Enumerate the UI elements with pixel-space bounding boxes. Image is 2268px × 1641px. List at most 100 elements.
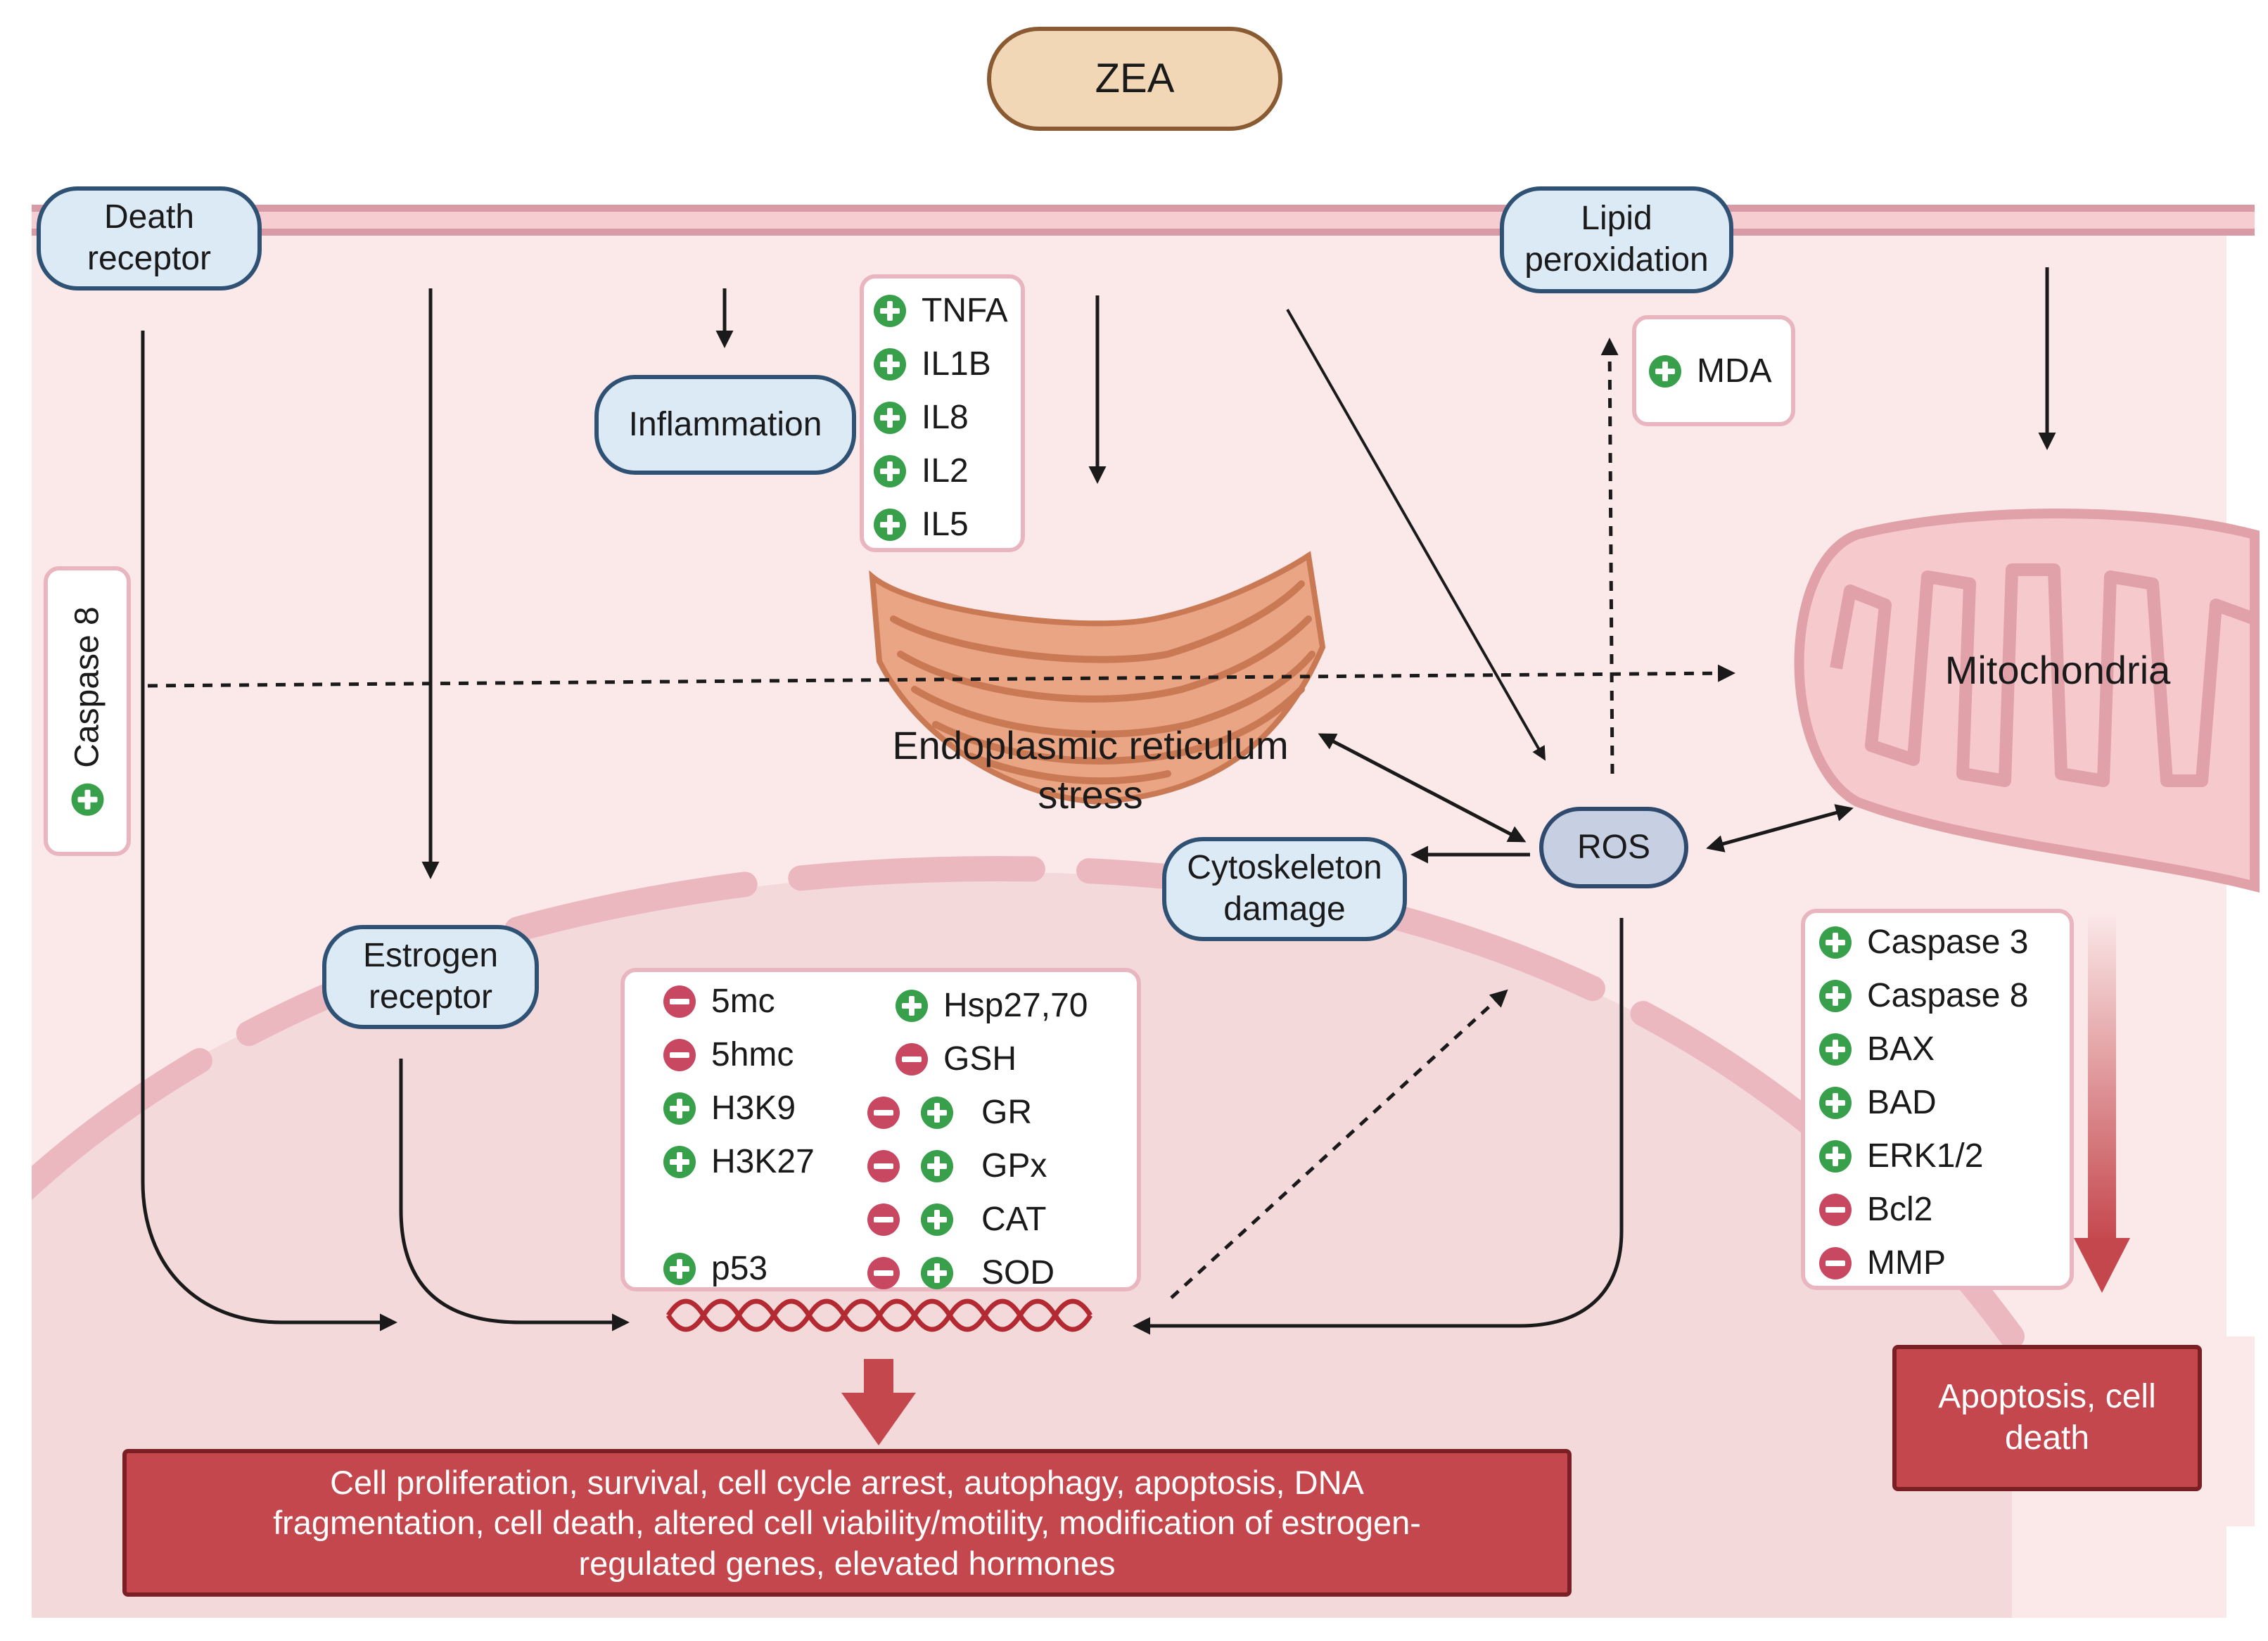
mitochondria-label: Mitochondria xyxy=(1944,648,2171,692)
marker-label: Caspase 3 xyxy=(1867,924,2029,961)
plus-icon xyxy=(921,1096,953,1129)
list-item: MMP xyxy=(1819,1244,1946,1282)
arrow-dna-to-ros xyxy=(1170,989,1508,1299)
caspase8-vertical-label: Caspase 8 xyxy=(68,606,107,816)
mda-label: MDA xyxy=(1697,352,1772,390)
estrogen-receptor: Estrogen receptor xyxy=(322,925,539,1029)
list-item: H3K27 xyxy=(663,1142,815,1181)
cytokine-label: IL8 xyxy=(922,399,969,436)
marker-label: MMP xyxy=(1867,1244,1946,1282)
plus-icon xyxy=(874,294,906,327)
minus-icon xyxy=(1819,1246,1852,1279)
cytoskeleton-damage-node: Cytoskeleton damage xyxy=(1162,837,1407,941)
plus-icon xyxy=(663,1145,696,1178)
marker-label: BAD xyxy=(1867,1084,1937,1121)
minus-icon xyxy=(663,1038,696,1071)
marker-label: H3K9 xyxy=(711,1090,796,1127)
minus-icon xyxy=(867,1203,900,1236)
plus-icon xyxy=(921,1203,953,1236)
marker-label: Hsp27,70 xyxy=(943,987,1088,1024)
list-item: H3K9 xyxy=(663,1089,796,1128)
nucleus-marker-box: 5mc 5hmc H3K9 H3K27 p53 Hsp27,70 GSH GR … xyxy=(620,968,1141,1291)
plus-icon xyxy=(1819,1139,1852,1173)
plus-icon xyxy=(874,401,906,434)
cytokine-label: IL2 xyxy=(922,452,969,490)
marker-label: GPx xyxy=(981,1147,1047,1185)
plus-icon xyxy=(1819,926,1852,959)
cytokine-label: TNFA xyxy=(922,292,1008,329)
minus-icon xyxy=(1819,1193,1852,1226)
list-item: IL5 xyxy=(874,505,969,544)
arrow-ros-er xyxy=(1318,733,1527,843)
marker-label: 5hmc xyxy=(711,1036,794,1073)
marker-label: GR xyxy=(981,1094,1032,1131)
list-item: 5hmc xyxy=(663,1035,794,1074)
cell-effects-outcome-box: Cell proliferation, survival, cell cycle… xyxy=(122,1449,1572,1597)
list-item: MDA xyxy=(1649,352,1772,390)
endoplasmic-reticulum xyxy=(869,551,1326,805)
mitochondrion-cristae xyxy=(1830,563,2257,787)
list-item: Bcl2 xyxy=(1819,1190,1932,1229)
death-receptor: Death receptor xyxy=(37,186,262,290)
list-item: Caspase 8 xyxy=(1819,976,2028,1015)
marker-label: ERK1/2 xyxy=(1867,1137,1984,1175)
list-item: IL8 xyxy=(874,398,969,437)
arrow-apoptosis-markers-to-death xyxy=(2074,911,2130,1293)
inflammation-node: Inflammation xyxy=(594,375,856,475)
list-item: CAT xyxy=(867,1200,1046,1239)
plus-icon xyxy=(874,454,906,487)
zea-node: ZEA xyxy=(987,27,1282,131)
marker-label: CAT xyxy=(981,1201,1047,1238)
nuclear-envelope xyxy=(32,855,2025,1349)
plus-icon xyxy=(1819,1086,1852,1119)
minus-icon xyxy=(896,1042,928,1075)
plus-icon xyxy=(874,347,906,381)
plus-icon xyxy=(71,783,103,816)
list-item: GR xyxy=(867,1093,1032,1132)
plus-icon xyxy=(921,1256,953,1289)
marker-label: p53 xyxy=(711,1250,768,1287)
arrow-ros-mitochondria xyxy=(1706,804,1854,853)
list-item: ERK1/2 xyxy=(1819,1137,1983,1175)
marker-label: Caspase 8 xyxy=(1867,977,2029,1014)
minus-icon xyxy=(663,985,696,1018)
arrow-death-receptor-to-dna xyxy=(141,331,397,1332)
connector-arrows xyxy=(141,267,2056,1335)
arrow-ros-to-dna xyxy=(1133,918,1624,1335)
marker-label: H3K27 xyxy=(711,1143,815,1180)
arrow-estrogen-to-dna xyxy=(399,1059,630,1332)
cytokine-label: IL1B xyxy=(922,345,991,383)
dna-helix xyxy=(666,1298,1092,1332)
cytokine-list: TNFA IL1B IL8 IL2 IL5 xyxy=(860,274,1025,552)
marker-label: BAX xyxy=(1867,1030,1935,1068)
list-item: BAD xyxy=(1819,1083,1937,1122)
plus-icon xyxy=(663,1252,696,1285)
plus-icon xyxy=(896,989,928,1022)
marker-label: GSH xyxy=(943,1040,1017,1078)
list-item: GSH xyxy=(896,1040,1017,1078)
minus-icon xyxy=(867,1149,900,1182)
apoptosis-outcome-box: Apoptosis, cell death xyxy=(1892,1345,2202,1491)
plus-icon xyxy=(663,1092,696,1125)
list-item: SOD xyxy=(867,1253,1055,1292)
list-item: p53 xyxy=(663,1249,767,1288)
arrow-membrane-to-ros xyxy=(1286,309,1546,761)
lipid-peroxidation: Lipid peroxidation xyxy=(1500,186,1733,293)
mda-box: MDA xyxy=(1632,315,1795,426)
list-item: GPx xyxy=(867,1147,1047,1185)
marker-label: Bcl2 xyxy=(1867,1191,1933,1228)
list-item: Hsp27,70 xyxy=(896,986,1088,1025)
list-item: TNFA xyxy=(874,291,1008,330)
minus-icon xyxy=(867,1256,900,1289)
er-stress-label: Endoplasmic reticulum stress xyxy=(837,721,1344,819)
cytokine-label: IL5 xyxy=(922,506,969,543)
plus-icon xyxy=(1819,979,1852,1012)
list-item: IL2 xyxy=(874,452,969,490)
plus-icon xyxy=(921,1149,953,1182)
mitochondrion xyxy=(1794,509,2260,893)
arrow-caspase-to-mitochondria xyxy=(147,664,1735,688)
plus-icon xyxy=(1819,1033,1852,1066)
er-stress-line1: Endoplasmic reticulum xyxy=(892,723,1289,767)
plus-icon xyxy=(1649,355,1681,388)
